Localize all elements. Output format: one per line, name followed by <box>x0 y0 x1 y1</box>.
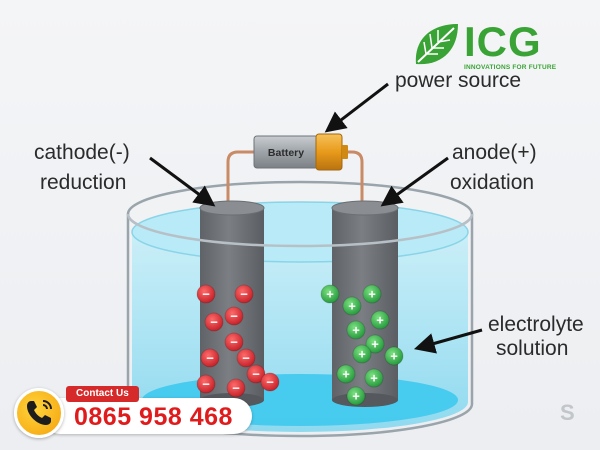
anode-ion-symbol: + <box>348 299 356 314</box>
cathode-ion-symbol: − <box>202 287 210 302</box>
cathode-ion-1 <box>196 284 216 304</box>
power-source-label: power source <box>395 69 522 92</box>
cathode-ion-symbol: − <box>230 309 238 324</box>
anode-ions: +++++++++++ <box>320 284 404 406</box>
cathode-ion-symbol: − <box>206 351 214 366</box>
contact-phone[interactable]: 0865 958 468 <box>74 403 233 431</box>
arrow-anode <box>380 156 449 207</box>
electrolyte-surface <box>131 201 469 263</box>
cathode-ion-symbol: − <box>266 375 274 390</box>
cathode-ion-7 <box>236 348 256 368</box>
contact-pill[interactable] <box>42 398 252 434</box>
arrow-electrolyte <box>413 328 483 354</box>
anode-ion-symbol: + <box>370 371 378 386</box>
cathode-ion-3 <box>204 312 224 332</box>
cathode-ion-symbol: − <box>210 315 218 330</box>
cathode-ion-symbol: − <box>202 377 210 392</box>
cathode-ion-11 <box>226 378 246 398</box>
cathode-label-line1: cathode(-) <box>34 141 130 164</box>
beaker-front-rim <box>126 213 474 248</box>
anode-ion-symbol: + <box>368 287 376 302</box>
anode-ion-symbol: + <box>358 347 366 362</box>
cathode-ion-symbol: − <box>242 351 250 366</box>
cathode-ion-8 <box>246 364 266 384</box>
battery-label: Battery <box>268 147 304 159</box>
cathode-ion-symbol: − <box>232 381 240 396</box>
anode-ion-9 <box>336 364 356 384</box>
anode-ion-7 <box>352 344 372 364</box>
cathode-ion-9 <box>260 372 280 392</box>
wire-anode <box>340 150 364 206</box>
anode-ion-6 <box>365 334 385 354</box>
anode-ion-5 <box>346 320 366 340</box>
anode-ion-10 <box>364 368 384 388</box>
cathode-ion-2 <box>234 284 254 304</box>
electrolyte-label-line2: solution <box>496 337 569 360</box>
cathode-ion-10 <box>196 374 216 394</box>
cathode-ion-5 <box>224 332 244 352</box>
anode-ion-symbol: + <box>326 287 334 302</box>
anode-label-line1: anode(+) <box>452 141 537 164</box>
cathode-ion-symbol: − <box>240 287 248 302</box>
watermark: S <box>560 400 575 425</box>
contact-badge[interactable]: Contact Us 0865 958 468 <box>14 384 264 442</box>
anode-label-line2: oxidation <box>450 171 535 194</box>
anode-ion-4 <box>370 310 390 330</box>
cathode-ion-6 <box>200 348 220 368</box>
anode-ion-11 <box>346 386 366 406</box>
cathode-label-line2: reduction <box>40 171 127 194</box>
phone-icon <box>27 400 52 425</box>
electrolyte-label-line1: electrolyte <box>488 313 584 336</box>
anode-ion-1 <box>320 284 340 304</box>
anode-ion-8 <box>384 346 404 366</box>
icg-logo: ICG INNOVATIONS FOR FUTURE <box>412 18 592 76</box>
anode-ion-symbol: + <box>352 389 360 404</box>
cathode-ions: −−−−−−−−−−− <box>196 284 280 398</box>
battery: Battery <box>253 133 348 171</box>
contact-label: Contact Us <box>66 386 139 402</box>
cathode-ion-symbol: − <box>230 335 238 350</box>
anode-ion-symbol: + <box>390 349 398 364</box>
cathode-ion-symbol: − <box>252 367 260 382</box>
cathode-ion-4 <box>224 306 244 326</box>
anode-ion-3 <box>342 296 362 316</box>
anode-ion-2 <box>362 284 382 304</box>
logo-text: ICG <box>464 18 542 65</box>
leaf-icon <box>415 24 458 65</box>
logo-tagline: INNOVATIONS FOR FUTURE <box>464 64 557 71</box>
anode-ion-symbol: + <box>342 367 350 382</box>
anode-ion-symbol: + <box>376 313 384 328</box>
anode-ion-symbol: + <box>352 323 360 338</box>
arrow-cathode <box>149 156 216 207</box>
wire-cathode <box>226 150 256 206</box>
arrow-power-source <box>324 82 389 133</box>
phone-button[interactable] <box>14 388 64 438</box>
anode-ion-symbol: + <box>371 337 379 352</box>
